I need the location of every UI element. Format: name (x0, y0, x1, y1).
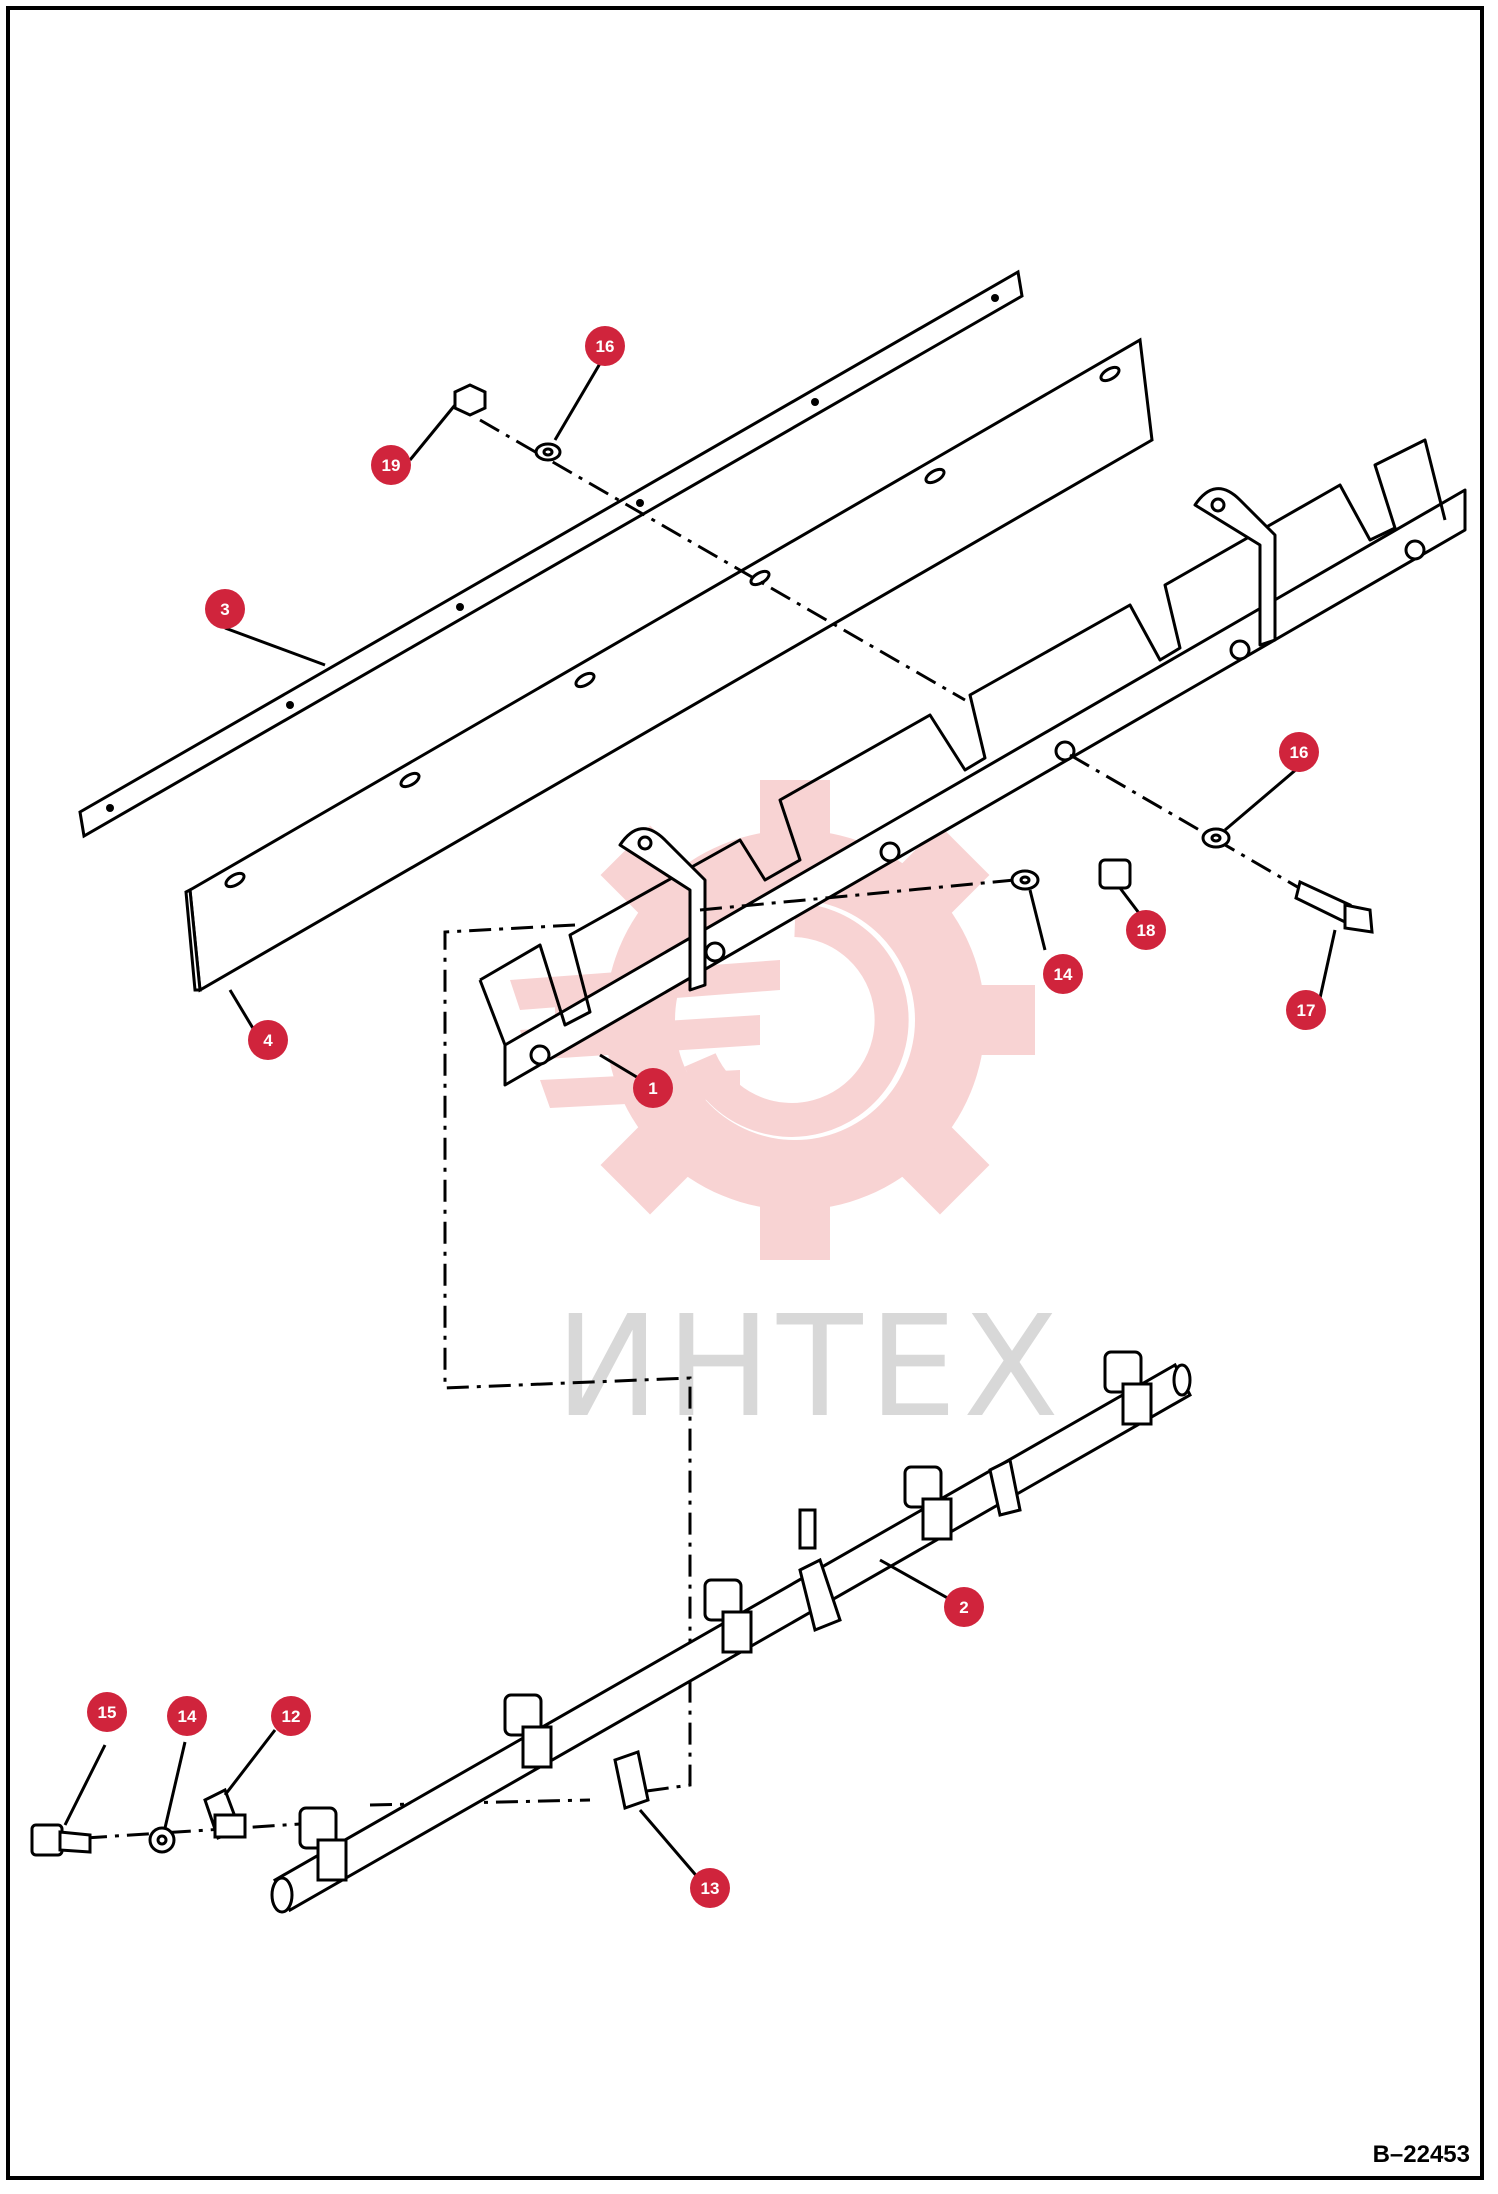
callout-4: 4 (248, 1020, 288, 1060)
callout-12: 12 (271, 1696, 311, 1736)
part-hardware-middle (1010, 858, 1132, 891)
callout-16-right: 16 (1279, 732, 1319, 772)
callout-leaders (63, 354, 1337, 1881)
part-strip (78, 269, 1024, 839)
part-clip (613, 1750, 650, 1810)
callout-1: 1 (633, 1068, 673, 1108)
leader-lines (84, 418, 1321, 1840)
part-hardware-left (30, 1787, 247, 1857)
part-hardware-top (453, 383, 562, 462)
watermark-text: ИНТЕХ (555, 1286, 1065, 1449)
diagram-frame (6, 6, 1484, 2180)
svg-text:4: 4 (263, 1031, 273, 1050)
svg-text:14: 14 (1054, 965, 1073, 984)
svg-text:19: 19 (382, 456, 401, 475)
part-plate (184, 337, 1154, 993)
callout-13: 13 (690, 1868, 730, 1908)
svg-text:16: 16 (1290, 743, 1309, 762)
callout-19: 19 (371, 445, 411, 485)
svg-text:14: 14 (178, 1707, 197, 1726)
part-notched-bar (478, 438, 1467, 1087)
callout-16-top: 16 (585, 326, 625, 366)
callout-2: 2 (944, 1587, 984, 1627)
svg-text:15: 15 (98, 1703, 117, 1722)
reference-code: B–22453 (1373, 2141, 1470, 2168)
svg-text:18: 18 (1137, 921, 1156, 940)
callout-15: 15 (87, 1692, 127, 1732)
callout-14-left: 14 (167, 1696, 207, 1736)
svg-text:13: 13 (701, 1879, 720, 1898)
svg-text:1: 1 (648, 1079, 657, 1098)
part-spray-bar (270, 1350, 1192, 1914)
svg-text:3: 3 (220, 600, 229, 619)
svg-text:16: 16 (596, 337, 615, 356)
svg-text:2: 2 (959, 1598, 968, 1617)
callout-18: 18 (1126, 910, 1166, 950)
callout-17: 17 (1286, 990, 1326, 1030)
callout-14-middle: 14 (1043, 954, 1083, 994)
svg-text:12: 12 (282, 1707, 301, 1726)
callout-3: 3 (205, 589, 245, 629)
part-hardware-right (1201, 827, 1374, 934)
callouts: 1 2 3 4 12 13 (87, 326, 1326, 1908)
svg-text:17: 17 (1297, 1001, 1316, 1020)
